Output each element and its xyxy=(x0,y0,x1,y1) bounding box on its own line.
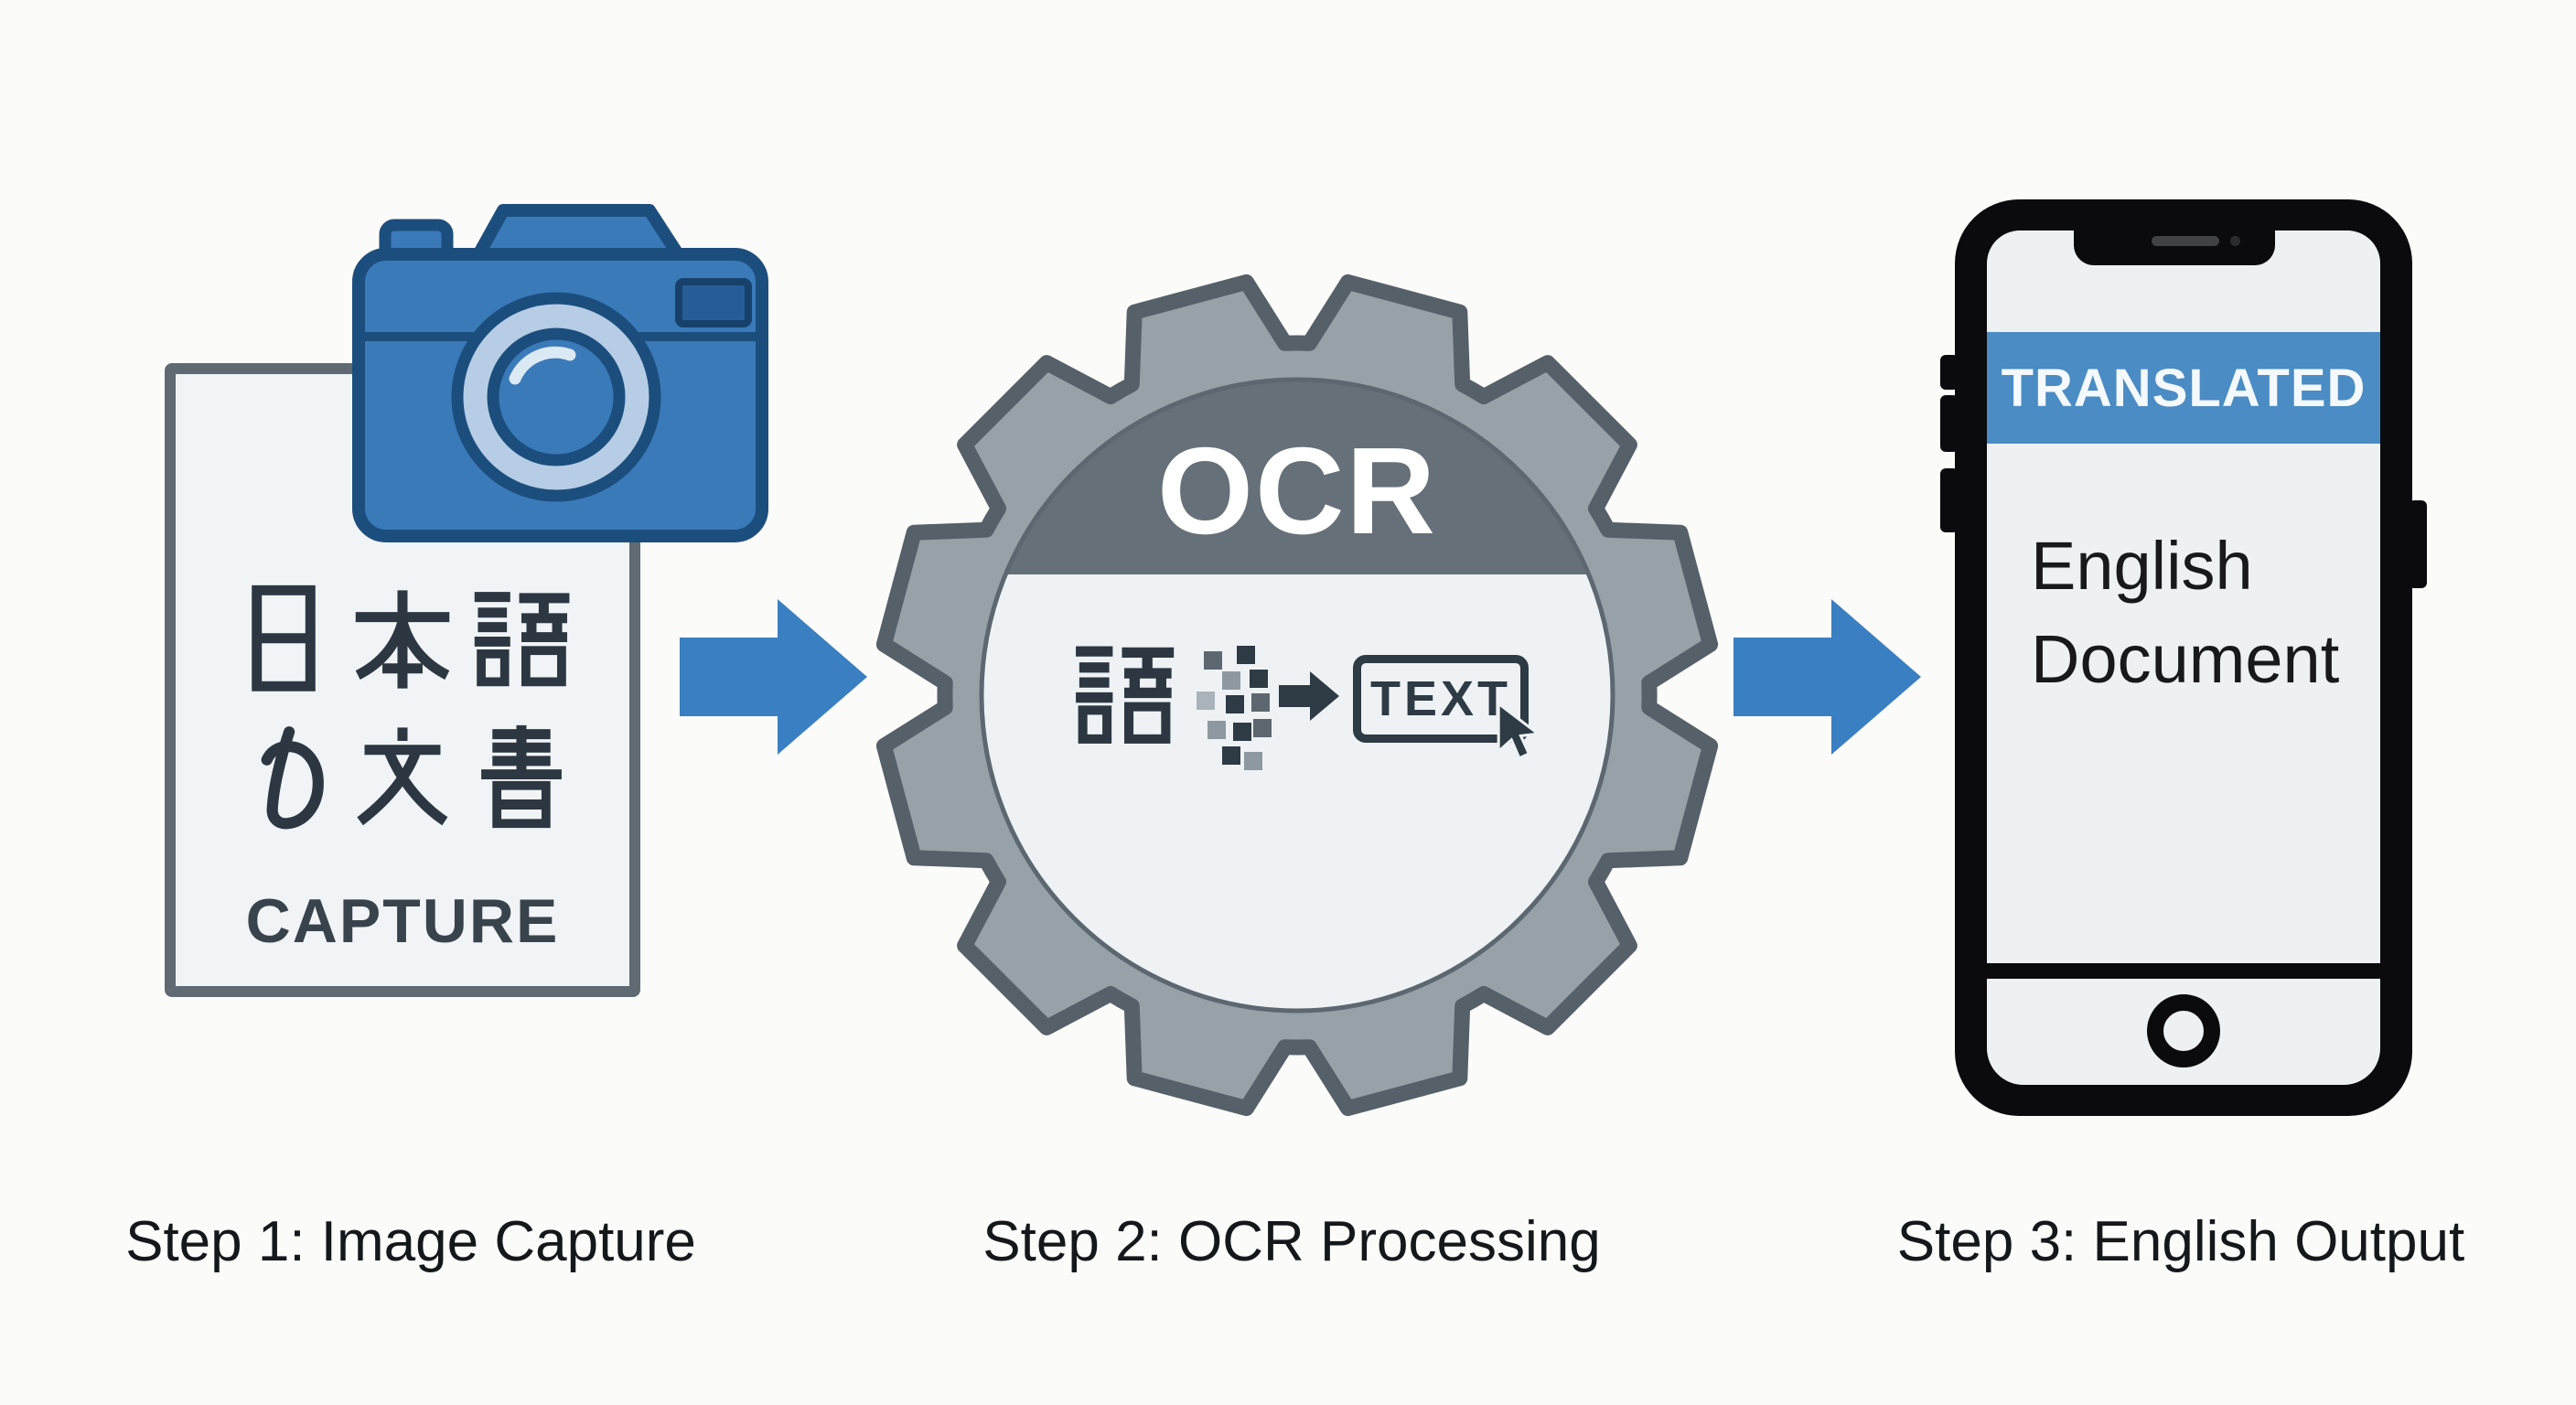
capture-label: CAPTURE xyxy=(245,886,560,956)
phone-front-camera-dot xyxy=(2230,236,2240,246)
home-button-icon xyxy=(2147,994,2220,1067)
ocr-input-char-glyph xyxy=(1076,646,1175,744)
step2-caption: Step 2: OCR Processing xyxy=(982,1210,1601,1273)
phone-screen-divider xyxy=(1987,963,2380,979)
translated-output-line2: Document xyxy=(2031,621,2340,697)
gear-top-segment xyxy=(1005,379,1589,574)
text-output-box: TEXT xyxy=(1353,655,1529,743)
phone-volume-down-button xyxy=(1940,468,1959,532)
document-text-line1 xyxy=(165,584,640,695)
flow-arrow-1-icon xyxy=(680,599,867,755)
translated-banner: TRANSLATED xyxy=(1987,332,2380,444)
flow-arrow-2-icon xyxy=(1733,599,1921,755)
kanji-bun-glyph xyxy=(357,727,448,826)
translated-output-text: English Document xyxy=(2031,520,2339,706)
camera-icon xyxy=(352,204,768,542)
phone-speaker-slit xyxy=(2152,236,2219,246)
phone-mute-switch xyxy=(1940,355,1959,390)
mouse-cursor-icon xyxy=(1497,701,1542,760)
hiragana-no-glyph xyxy=(261,726,324,830)
step3-caption: Step 3: English Output xyxy=(1896,1210,2465,1273)
step1-caption: Step 1: Image Capture xyxy=(125,1210,696,1273)
document-text-line2 xyxy=(165,721,640,832)
kanji-nichi-glyph xyxy=(252,585,316,692)
kanji-hon-glyph xyxy=(355,590,450,689)
translated-output-line1: English xyxy=(2031,528,2253,604)
ocr-label: OCR xyxy=(1157,422,1437,560)
phone-volume-up-button xyxy=(1940,395,1959,452)
convert-arrow-head-icon xyxy=(1310,671,1339,721)
convert-arrow-icon xyxy=(1279,685,1312,707)
kanji-go-glyph xyxy=(474,592,570,687)
phone-power-button xyxy=(2409,500,2427,588)
kanji-sho-glyph xyxy=(481,724,562,829)
